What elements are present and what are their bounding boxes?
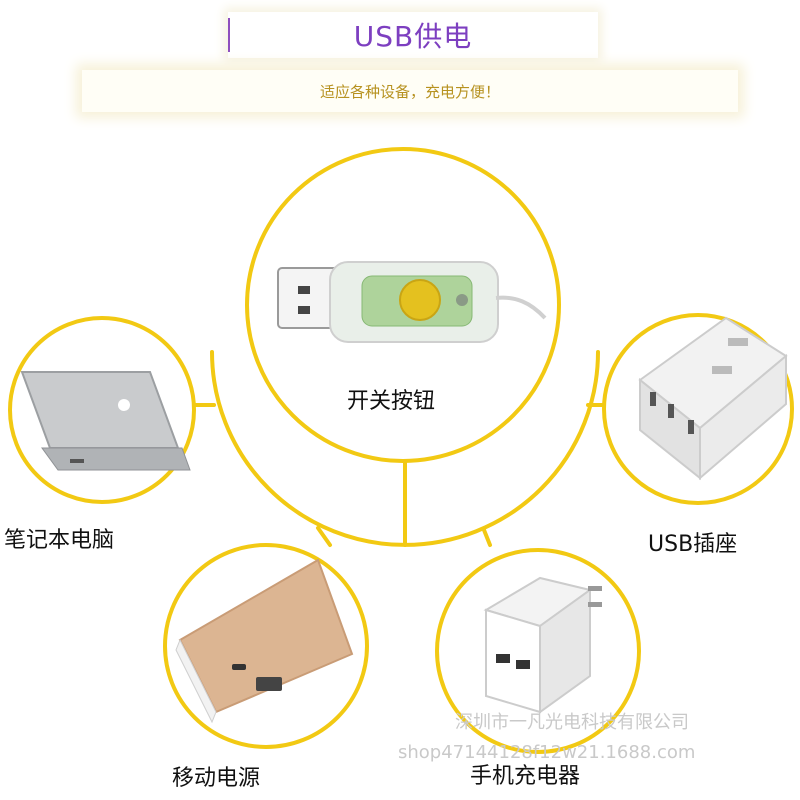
laptop-label: 笔记本电脑 xyxy=(4,528,115,553)
watermark-company: 深圳市一凡光电科技有限公司 xyxy=(455,712,689,733)
connector-spoke-lower-left xyxy=(316,526,332,547)
charger-label: 手机充电器 xyxy=(470,764,581,789)
socket-label: USB插座 xyxy=(648,532,738,557)
page-title: USB供电 xyxy=(353,20,473,53)
usb-switch-image xyxy=(277,261,547,343)
title-banner: USB供电 xyxy=(228,12,598,58)
laptop-image xyxy=(20,371,191,471)
powerbank-label: 移动电源 xyxy=(172,766,261,791)
watermark-shop: shop47144128f12w21.1688.com xyxy=(398,742,696,763)
page-subtitle: 适应各种设备，充电方便！ xyxy=(319,82,500,101)
power-strip-image xyxy=(638,316,788,481)
subtitle-banner: 适应各种设备，充电方便！ xyxy=(82,70,738,112)
connector-spoke-lower-right xyxy=(482,528,492,547)
charger-image xyxy=(483,576,602,714)
switch-label: 开关按钮 xyxy=(347,389,436,414)
powerbank-image xyxy=(175,558,354,724)
title-accent-bar xyxy=(228,18,230,52)
